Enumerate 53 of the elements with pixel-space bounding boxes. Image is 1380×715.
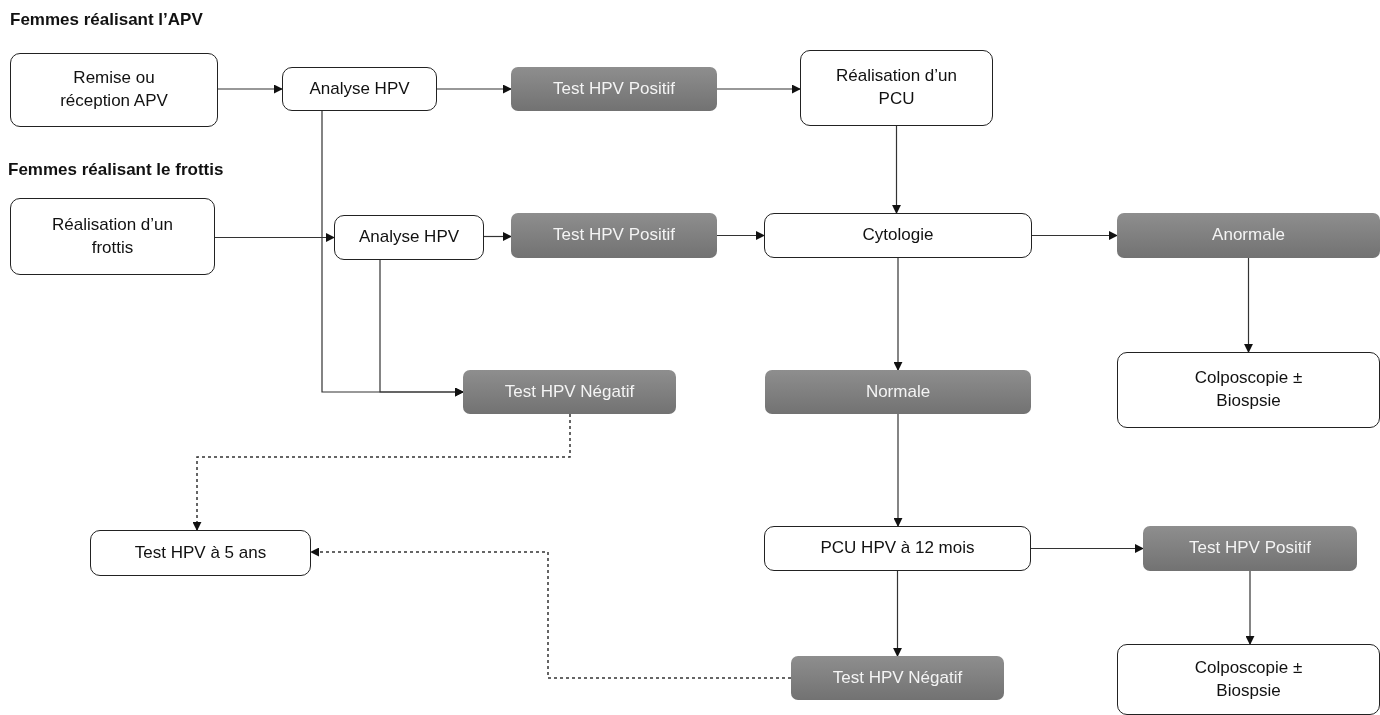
box-label: Réalisation d’un PCU [835, 65, 958, 110]
process-box [1117, 352, 1380, 428]
arrow [217, 84, 283, 94]
process-box [10, 53, 218, 127]
box-label: Test HPV à 5 ans [134, 541, 267, 564]
result-box [1117, 213, 1380, 258]
section-heading: Femmes réalisant l’APV [10, 10, 203, 30]
box-label: Analyse HPV [358, 226, 460, 249]
arrow [1245, 570, 1255, 645]
box-label: Anormale [1212, 224, 1285, 247]
result-box [511, 67, 717, 111]
process-box [1117, 644, 1380, 715]
result-box [463, 370, 676, 414]
result-box [791, 656, 1004, 700]
arrow [1030, 544, 1144, 553]
process-box [282, 67, 437, 111]
box-label: Réalisation d’un frottis [51, 213, 174, 259]
box-label: Test HPV Positif [553, 77, 675, 100]
box-label: Analyse HPV [309, 77, 410, 100]
arrow [483, 232, 512, 241]
process-box [334, 215, 484, 260]
process-box [10, 198, 215, 275]
dotted-arrow [310, 547, 792, 679]
arrow [716, 231, 765, 240]
arrow [716, 84, 801, 94]
process-box [800, 50, 993, 126]
box-label: Test HPV Positif [553, 224, 675, 247]
arrow [379, 259, 464, 397]
box-label: Colposcopie ± Biospsie [1193, 656, 1304, 702]
arrow [1031, 231, 1118, 240]
arrow [893, 257, 903, 371]
result-box [765, 370, 1031, 414]
box-label: Normale [865, 380, 931, 403]
box-label: Test HPV Négatif [832, 666, 963, 689]
section-heading: Femmes réalisant le frottis [8, 160, 224, 180]
box-label: Cytologie [862, 224, 934, 247]
process-box [764, 213, 1032, 258]
dotted-arrow [192, 413, 571, 531]
box-label: Remise ou réception APV [59, 67, 169, 112]
arrow [1244, 257, 1253, 353]
box-label: Test HPV Négatif [504, 380, 635, 403]
arrow [892, 125, 901, 214]
process-box [764, 526, 1031, 571]
box-label: PCU HPV à 12 mois [820, 537, 975, 560]
box-label: Colposcopie ± Biospsie [1193, 367, 1304, 412]
arrow [436, 84, 512, 94]
result-box [511, 213, 717, 258]
arrow [893, 570, 902, 657]
arrow [214, 233, 335, 242]
box-label: Test HPV Positif [1189, 537, 1311, 560]
arrow [893, 413, 903, 527]
result-box [1143, 526, 1357, 571]
process-box [90, 530, 311, 576]
